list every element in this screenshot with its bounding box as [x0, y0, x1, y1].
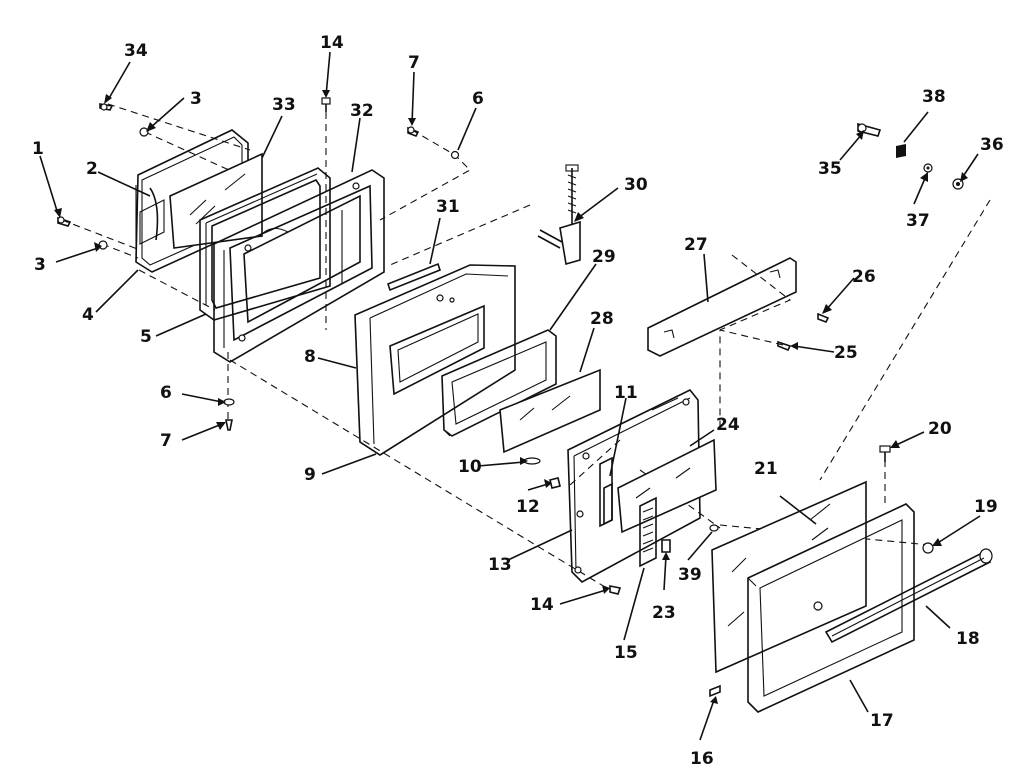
- label-part-7-lower: 7: [160, 431, 172, 451]
- outer-door-glass: [711, 480, 867, 674]
- label-part-14: 14: [320, 33, 344, 53]
- label-part-35: 35: [818, 159, 842, 179]
- door-hinge-plate: [639, 496, 657, 568]
- door-liner: [354, 264, 516, 456]
- label-part-12: 12: [516, 497, 540, 517]
- label-part-36: 36: [980, 135, 1004, 155]
- label-part-17: 17: [870, 711, 894, 731]
- screws-and-washers: [57, 97, 964, 698]
- label-part-6-lower: 6: [160, 383, 172, 403]
- front-glass-insulation: [169, 152, 263, 249]
- label-part-38: 38: [922, 87, 946, 107]
- assembly-guide-lines: [61, 103, 991, 591]
- label-part-32: 32: [350, 101, 374, 121]
- label-part-15: 15: [614, 643, 638, 663]
- label-part-24: 24: [716, 415, 740, 435]
- label-part-30: 30: [624, 175, 648, 195]
- label-part-37: 37: [906, 211, 930, 231]
- inner-door-frame: [213, 169, 385, 363]
- label-part-11: 11: [614, 383, 638, 403]
- label-part-31: 31: [436, 197, 460, 217]
- leader-lines: [39, 51, 981, 741]
- label-part-23: 23: [652, 603, 676, 623]
- label-part-25: 25: [834, 343, 858, 363]
- label-part-2: 2: [86, 159, 98, 179]
- part-number-labels: 34 3 33 14 32 7 6 1 2 3 4 5 30 31 29 28 …: [32, 33, 1004, 769]
- label-part-18: 18: [956, 629, 980, 649]
- label-part-1: 1: [32, 139, 44, 159]
- hinge-spring: [537, 164, 581, 266]
- trim-strip: [387, 262, 441, 292]
- label-part-29: 29: [592, 247, 616, 267]
- label-part-33: 33: [272, 95, 296, 115]
- label-part-8: 8: [304, 347, 316, 367]
- label-part-10: 10: [458, 457, 482, 477]
- label-part-4: 4: [82, 305, 94, 325]
- label-part-28: 28: [590, 309, 614, 329]
- label-part-19: 19: [974, 497, 998, 517]
- inner-glass: [499, 368, 601, 454]
- label-part-3: 3: [190, 89, 202, 109]
- label-part-7: 7: [408, 53, 420, 73]
- window-frame: [441, 329, 557, 437]
- label-part-9: 9: [304, 465, 316, 485]
- outer-door-frame: [747, 503, 915, 713]
- label-part-14-lower: 14: [530, 595, 554, 615]
- mounting-plate: [647, 257, 797, 357]
- label-part-27: 27: [684, 235, 708, 255]
- label-part-16: 16: [690, 749, 714, 769]
- label-part-5: 5: [140, 327, 152, 347]
- door-handle: [824, 548, 993, 644]
- label-part-20: 20: [928, 419, 952, 439]
- label-part-21: 21: [754, 459, 778, 479]
- label-part-39: 39: [678, 565, 702, 585]
- door-back-panel: [567, 388, 701, 583]
- label-part-26: 26: [852, 267, 876, 287]
- insulation-panel: [617, 438, 717, 534]
- label-part-13: 13: [488, 555, 512, 575]
- door-gasket: [199, 167, 331, 321]
- label-part-34: 34: [124, 41, 148, 61]
- label-part-6: 6: [472, 89, 484, 109]
- label-part-3-lower: 3: [34, 255, 46, 275]
